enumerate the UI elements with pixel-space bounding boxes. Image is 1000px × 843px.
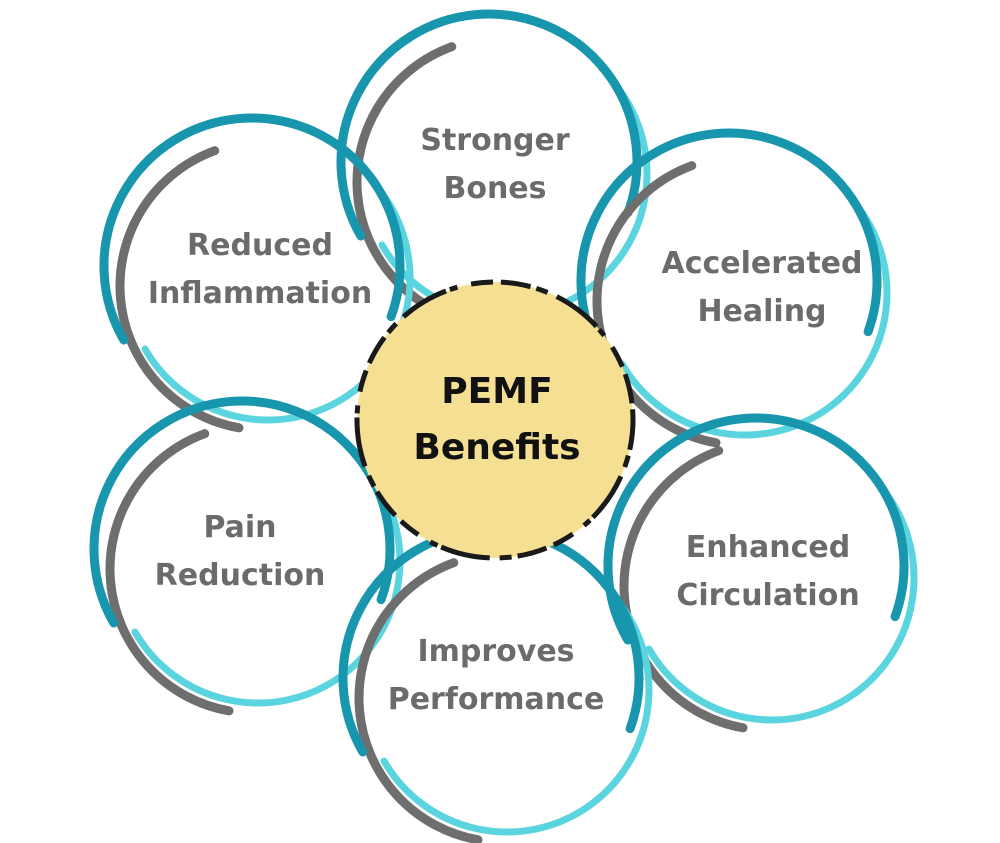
- ring-gray-arc: [592, 161, 721, 448]
- ring-gray-arc: [105, 429, 234, 716]
- ring-gray-arc: [354, 558, 483, 843]
- center-title-line: PEMF: [441, 371, 553, 412]
- ring-teal-arc: [99, 113, 405, 345]
- label-line: Circulation: [676, 578, 860, 613]
- label-line: Stronger: [420, 123, 570, 158]
- center-title: PEMF Benefits: [413, 364, 580, 476]
- label-line: Inflammation: [147, 276, 373, 311]
- label-line: Accelerated: [661, 246, 863, 281]
- ring-teal-arc: [603, 413, 909, 645]
- label-line: Performance: [387, 682, 605, 717]
- label-line: Reduced: [187, 228, 333, 263]
- ring-cyan-arc: [141, 183, 414, 424]
- ring-gray-arc: [619, 446, 748, 733]
- ring-cyan-arc: [618, 198, 891, 439]
- center-brush-border: [354, 279, 636, 561]
- ring-cyan-arc: [645, 483, 918, 724]
- label-line: Improves: [417, 634, 575, 669]
- label-line: Bones: [443, 171, 547, 206]
- label-line: Enhanced: [685, 530, 851, 565]
- ring-teal-arc: [89, 396, 395, 628]
- label-line: Healing: [697, 294, 827, 329]
- center-title-line: Benefits: [413, 427, 581, 468]
- ring-cyan-arc: [380, 595, 653, 836]
- label-line: Pain: [203, 510, 277, 545]
- label-line: Reduction: [154, 558, 326, 593]
- center-disk: [357, 282, 633, 558]
- ring-teal-arc: [576, 128, 882, 360]
